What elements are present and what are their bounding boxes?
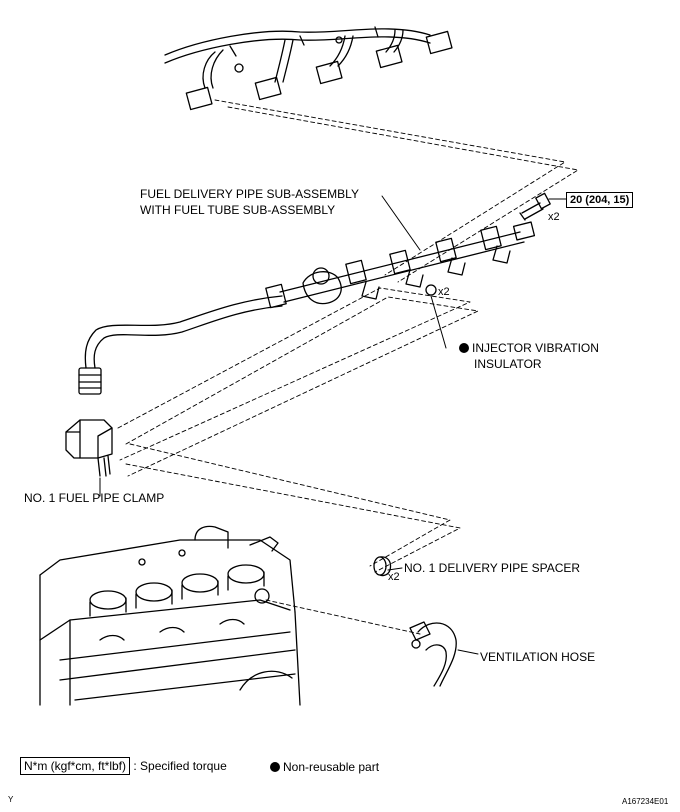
ventilation-hose xyxy=(409,621,457,687)
torque-value-box: 20 (204, 15) xyxy=(566,192,634,208)
non-reusable-dot-icon xyxy=(459,343,469,353)
corner-mark: Y xyxy=(8,795,14,804)
legend-dot-icon xyxy=(270,762,280,772)
engine-cylinder-head xyxy=(39,525,301,706)
fuel-pipe-clamp-label: NO. 1 FUEL PIPE CLAMP xyxy=(24,491,165,505)
injector-vibration-label-line2: INSULATOR xyxy=(474,357,542,371)
mounting-bolt xyxy=(519,192,551,221)
fuel-delivery-pipe-label-line2: WITH FUEL TUBE SUB-ASSEMBLY xyxy=(140,203,336,217)
legend-torque-desc: : Specified torque xyxy=(133,759,227,773)
leader-lines xyxy=(99,195,567,655)
legend-nonreusable-desc: Non-reusable part xyxy=(283,760,380,774)
legend-torque-unit-box: N*m (kgf*cm, ft*lbf) xyxy=(20,757,131,775)
fuel-pipe-clamp xyxy=(65,419,113,477)
bolt-quantity: x2 xyxy=(548,211,560,223)
fuel-delivery-pipe xyxy=(78,221,536,395)
delivery-pipe-spacer-label: NO. 1 DELIVERY PIPE SPACER xyxy=(404,561,581,575)
ventilation-hose-label: VENTILATION HOSE xyxy=(480,650,596,664)
fuel-delivery-pipe-label-line1: FUEL DELIVERY PIPE SUB-ASSEMBLY xyxy=(140,187,359,201)
engine-wire-harness xyxy=(164,26,453,111)
figure-id: A167234E01 xyxy=(622,797,669,806)
insulator-quantity: x2 xyxy=(438,286,450,298)
legend-torque: N*m (kgf*cm, ft*lbf) : Specified torque xyxy=(20,757,227,775)
spacer-quantity: x2 xyxy=(388,571,400,583)
injector-vibration-text: INJECTOR VIBRATION xyxy=(472,341,599,355)
legend-nonreusable: Non-reusable part xyxy=(270,760,379,774)
injector-vibration-label-line1: INJECTOR VIBRATION xyxy=(459,341,599,355)
injector-vibration-insulator xyxy=(425,284,437,296)
